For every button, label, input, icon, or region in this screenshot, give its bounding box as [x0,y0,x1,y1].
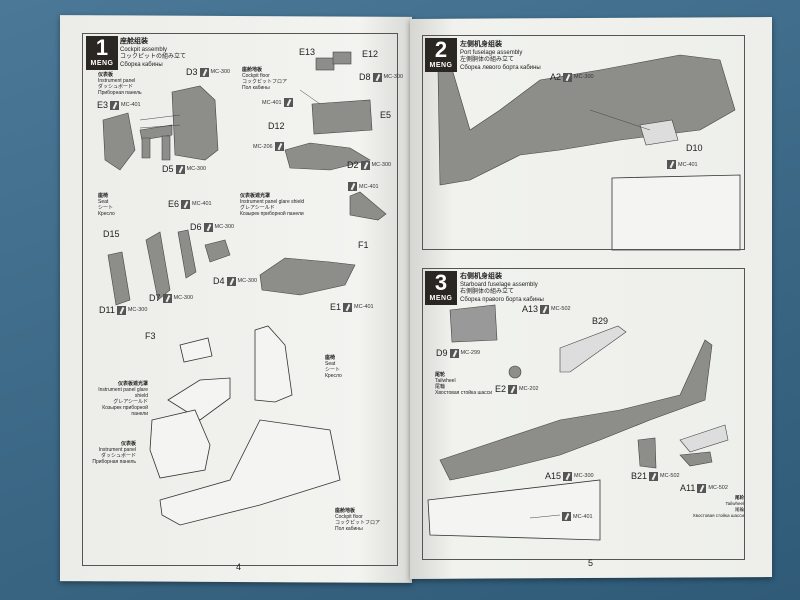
step-number: 1 [95,35,109,60]
callout-d12: D12 [268,121,285,131]
part-e3 [102,112,136,171]
callout-f3: F3 [145,331,156,341]
paint-icon [203,222,213,232]
paint-icon [343,302,353,312]
step3-frame [422,268,745,560]
paint-icon [348,182,357,191]
paint-icon [199,67,209,77]
page-number-right: 5 [588,558,594,568]
instrument-panel-drawing [149,409,211,479]
paint-icon [667,160,676,169]
cockpit-floor-drawing [159,419,341,526]
paint-icon [563,471,573,481]
step2-frame [422,35,745,250]
part-d3 [171,85,219,161]
callout-paint-mc401-d: MC-401 [562,512,593,521]
part-f3 [179,337,213,363]
brand-logo: MENG [429,62,453,69]
callout-paint-mc401: MC-401 [262,98,293,107]
page-number-left: 4 [236,562,242,572]
seat-drawing [254,325,293,403]
starboard-fuselage [439,339,713,481]
paint-icon [449,348,459,358]
callout-e5: E5 [380,110,392,120]
step-number: 2 [434,37,448,62]
callout-e12: E12 [362,49,379,59]
paint-icon [697,483,707,493]
paint-icon [162,293,172,303]
part-e5 [311,99,373,135]
paint-icon [563,72,573,82]
paint-icon [181,199,191,209]
port-fuselage [437,54,736,186]
callout-paint-mc401-c: MC-401 [667,160,698,169]
part-d7 [145,231,171,301]
brand-logo: MENG [90,60,114,67]
paint-icon [649,471,659,481]
step1-frame [82,33,398,566]
callout-e13: E13 [299,47,316,57]
paint-icon [360,160,370,170]
paint-icon [175,164,185,174]
callout-f1: F1 [358,240,369,250]
callout-paint-mc206: MC-206 [253,142,284,151]
step-number: 3 [434,270,448,295]
paint-icon [562,512,571,521]
paint-icon [540,304,550,314]
paint-icon [110,100,120,110]
paint-icon [508,384,518,394]
brand-logo: MENG [429,295,453,302]
paint-icon [116,305,126,315]
paint-icon [283,98,293,107]
paint-icon [372,72,382,82]
callout-d15: D15 [103,229,120,239]
paint-icon [274,142,284,151]
part-e1 [259,257,356,296]
paint-icon [226,276,236,286]
callout-b29: B29 [592,316,609,326]
callout-paint-mc401-b: MC-401 [348,182,379,191]
callout-d10: D10 [686,143,703,153]
